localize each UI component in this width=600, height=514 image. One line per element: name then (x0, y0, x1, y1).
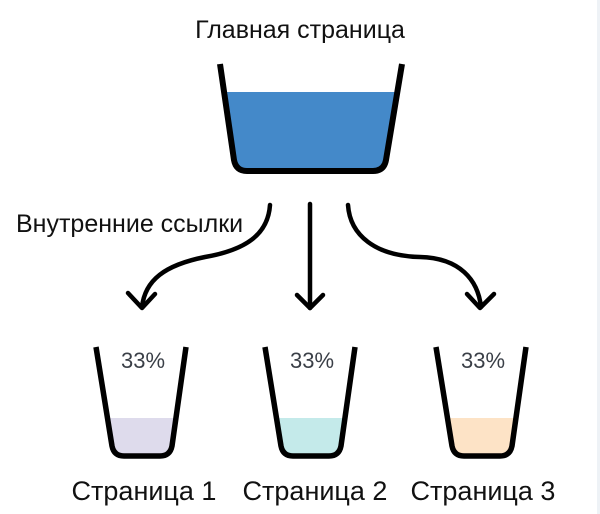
page-2-fill (278, 418, 347, 454)
arrow-to-page-1 (125, 202, 273, 311)
arrow-to-page-3 (345, 202, 497, 311)
frame-border (597, 0, 600, 514)
page-1-label: Страница 1 (71, 476, 217, 506)
main-page-title: Главная страница (195, 16, 405, 44)
page-3-fill (449, 418, 518, 454)
main-page-fill (227, 92, 396, 168)
page-2-label: Страница 2 (242, 476, 388, 506)
page-2-cup (262, 346, 358, 459)
page-1-cup (93, 346, 189, 459)
main-page-bucket (217, 63, 405, 174)
page-3-cup (433, 346, 529, 459)
page-3-percent: 33% (460, 348, 506, 373)
page-1-percent: 33% (120, 348, 166, 373)
page-2-percent: 33% (289, 348, 335, 373)
page-3-label: Страница 3 (410, 476, 556, 506)
page-1-fill (109, 418, 178, 454)
arrow-to-page-2 (294, 201, 326, 311)
internal-links-label: Внутренние ссылки (16, 210, 244, 238)
